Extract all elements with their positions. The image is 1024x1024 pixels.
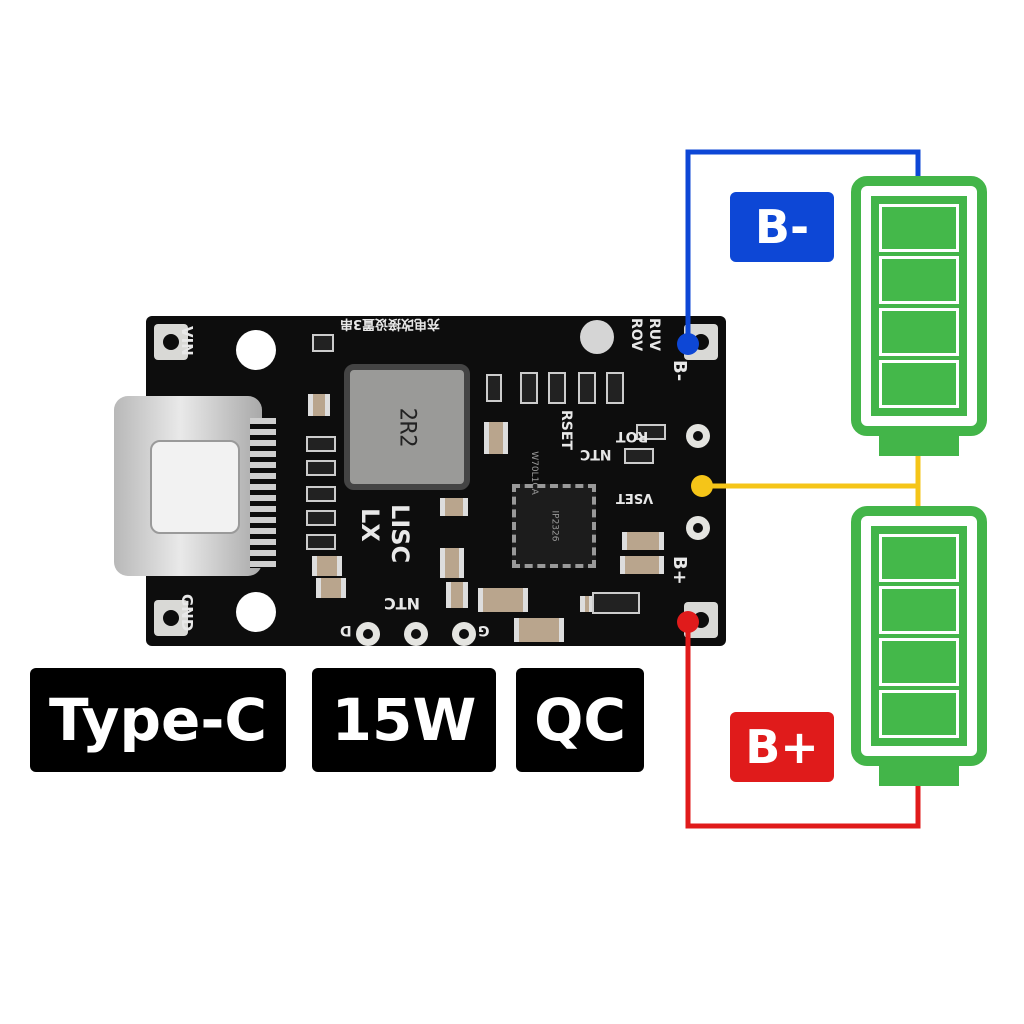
resistor bbox=[306, 460, 336, 476]
battery-terminal bbox=[879, 764, 959, 786]
via-d bbox=[356, 622, 380, 646]
corner-pad-top-left bbox=[154, 324, 188, 360]
capacitor bbox=[580, 596, 594, 612]
resistor bbox=[486, 374, 502, 402]
via-g bbox=[452, 622, 476, 646]
capacitor bbox=[440, 498, 468, 516]
battery-cell-bar bbox=[879, 256, 959, 304]
resistor bbox=[312, 334, 334, 352]
b-minus-dot bbox=[677, 333, 699, 355]
capacitor bbox=[484, 422, 508, 454]
mounting-hole-bottom bbox=[236, 592, 276, 632]
capacitor bbox=[440, 548, 464, 578]
label-b-minus: B- bbox=[730, 192, 834, 262]
capacitor bbox=[622, 532, 664, 550]
resistor bbox=[624, 448, 654, 464]
battery-cells bbox=[871, 196, 967, 416]
via-lower bbox=[686, 516, 710, 540]
badge-15w: 15W bbox=[312, 668, 496, 772]
battery-cell-bar bbox=[879, 690, 959, 738]
capacitor bbox=[308, 394, 330, 416]
capacitor bbox=[478, 588, 528, 612]
label-b-plus: B+ bbox=[730, 712, 834, 782]
resistor bbox=[548, 372, 566, 404]
battery-top bbox=[851, 176, 987, 456]
via-ntc bbox=[404, 622, 428, 646]
battery-terminal bbox=[879, 434, 959, 456]
battery-cell-bar bbox=[879, 586, 959, 634]
wire-b-minus bbox=[685, 149, 921, 344]
resistor bbox=[306, 436, 336, 452]
b-plus-dot bbox=[677, 611, 699, 633]
battery-cell-bar bbox=[879, 360, 959, 408]
mounting-hole-top bbox=[236, 330, 276, 370]
inductor: 2R2 bbox=[344, 364, 470, 490]
resistor bbox=[520, 372, 538, 404]
wire-midpoint bbox=[702, 456, 921, 506]
badge-type-c: Type-C bbox=[30, 668, 286, 772]
badge-qc: QC bbox=[516, 668, 644, 772]
led bbox=[580, 320, 614, 354]
ic-chip: IP2326 bbox=[512, 484, 596, 568]
battery-cell-bar bbox=[879, 308, 959, 356]
wire-b-plus bbox=[685, 622, 921, 829]
capacitor bbox=[620, 556, 664, 574]
resistor bbox=[306, 486, 336, 502]
resistor bbox=[306, 510, 336, 526]
battery-cell-bar bbox=[879, 638, 959, 686]
via-ntc bbox=[686, 424, 710, 448]
midpoint-dot bbox=[691, 475, 713, 497]
corner-pad-bottom-left bbox=[154, 600, 188, 636]
resistor bbox=[606, 372, 624, 404]
usb-c-pins bbox=[250, 418, 276, 568]
battery-cell-bar bbox=[879, 534, 959, 582]
battery-cells bbox=[871, 526, 967, 746]
capacitor bbox=[316, 578, 346, 598]
resistor bbox=[578, 372, 596, 404]
resistor bbox=[636, 424, 666, 440]
resistor bbox=[306, 534, 336, 550]
usb-c-slot bbox=[150, 440, 240, 534]
battery-cell-bar bbox=[879, 204, 959, 252]
capacitor bbox=[312, 556, 342, 576]
capacitor bbox=[446, 582, 468, 608]
capacitor bbox=[514, 618, 564, 642]
diode bbox=[592, 592, 640, 614]
battery-bottom bbox=[851, 506, 987, 786]
